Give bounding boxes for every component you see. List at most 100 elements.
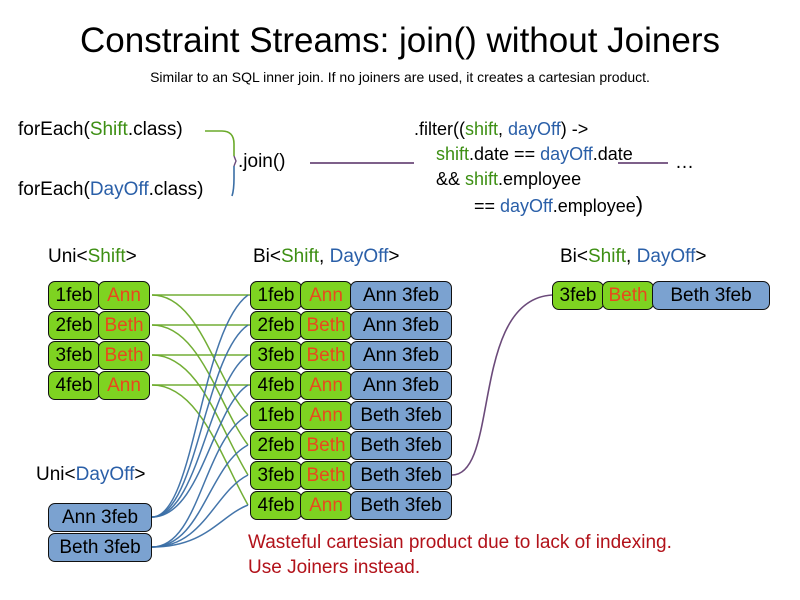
warning-text: Wasteful cartesian product due to lack o… (248, 530, 672, 580)
filter-l2-date: .date (592, 144, 633, 164)
dayoff-cell: Beth 3feb (350, 461, 452, 490)
dayoff-cell: Ann 3feb (350, 281, 452, 310)
caption-bi-mid-suffix: > (388, 246, 400, 267)
shift-date-cell: 4feb (48, 371, 100, 400)
caption-bi-mid-prefix: Bi< (253, 246, 281, 267)
dayoff-cell: Beth 3feb (652, 281, 770, 310)
filter-l4-close-paren: ) (635, 192, 644, 217)
page-subtitle: Similar to an SQL inner join. If no join… (150, 69, 650, 85)
filter-l3-shift: shift (465, 169, 499, 189)
caption-bi-mid-comma: , (319, 246, 330, 267)
shift-employee-cell: Beth (98, 341, 150, 370)
filter-param-dayoff: dayOff (508, 119, 561, 139)
dayoff-cell: Ann 3feb (48, 503, 152, 532)
caption-bi-mid-type2: DayOff (329, 246, 389, 267)
foreach-dayoff-type: DayOff (89, 179, 149, 200)
foreach-dayoff-line: forEach(DayOff.class) (18, 178, 204, 201)
shift-date-cell: 1feb (48, 281, 100, 310)
dayoff-cell: Ann 3feb (350, 341, 452, 370)
shift-employee-cell: Ann (300, 491, 352, 520)
shift-employee-cell: Beth (300, 461, 352, 490)
filter-l4-employee: .employee (552, 196, 636, 216)
caption-bi-right-type2: DayOff (636, 246, 696, 267)
join-call-label: .join() (238, 151, 286, 172)
filter-l3-employee: .employee (498, 169, 582, 189)
shift-employee-cell: Ann (98, 371, 150, 400)
filter-arrow: ) -> (560, 119, 589, 139)
shift-date-cell: 1feb (250, 401, 302, 430)
caption-bi-right-prefix: Bi< (560, 246, 588, 267)
caption-bi-mid-type1: Shift (281, 246, 320, 267)
caption-bi-right-suffix: > (695, 246, 707, 267)
caption-uni-shift-prefix: Uni< (48, 246, 88, 267)
foreach-shift-line: forEach(Shift.class) (18, 118, 183, 141)
caption-bi-right: Bi<Shift, DayOff> (560, 245, 706, 268)
filter-l4-eq: == (474, 196, 501, 216)
caption-bi-right-type1: Shift (588, 246, 627, 267)
dayoff-cell: Ann 3feb (350, 371, 452, 400)
filter-code-block: .filter((shift, dayOff) -> shift .date ==… (414, 117, 643, 219)
uni-dayoff-row: Ann 3feb (48, 503, 152, 532)
shift-employee-cell: Ann (300, 401, 352, 430)
shift-employee-cell: Ann (300, 281, 352, 310)
caption-uni-shift-type: Shift (87, 246, 126, 267)
warning-line-1: Wasteful cartesian product due to lack o… (248, 532, 672, 553)
shift-date-cell: 3feb (250, 341, 302, 370)
dayoff-cell: Ann 3feb (350, 311, 452, 340)
shift-date-cell: 3feb (48, 341, 100, 370)
filter-line-3: && shift.employee (414, 167, 643, 192)
caption-uni-shift-suffix: > (125, 246, 137, 267)
filter-line-1: .filter((shift, dayOff) -> (414, 117, 643, 142)
shift-date-cell: 2feb (250, 311, 302, 340)
filter-l2-shift: shift (436, 144, 470, 164)
caption-bi-middle: Bi<Shift, DayOff> (253, 245, 399, 268)
shift-date-cell: 1feb (250, 281, 302, 310)
shift-employee-cell: Beth (602, 281, 654, 310)
uni-dayoff-row: Beth 3feb (48, 533, 152, 562)
page-title: Constraint Streams: join() without Joine… (80, 21, 720, 60)
filter-l2-dayoff: dayOff (540, 144, 593, 164)
caption-bi-right-comma: , (626, 246, 637, 267)
foreach-shift-type: Shift (89, 119, 128, 140)
shift-date-cell: 2feb (48, 311, 100, 340)
continuation-ellipsis: … (675, 152, 694, 173)
shift-date-cell: 3feb (250, 461, 302, 490)
shift-employee-cell: Ann (98, 281, 150, 310)
dayoff-cell: Beth 3feb (48, 533, 152, 562)
filter-line-2: shift.date == dayOff.date (414, 142, 643, 167)
filter-prefix: .filter(( (414, 119, 465, 139)
shift-employee-cell: Beth (300, 311, 352, 340)
filter-l4-dayoff: dayOff (500, 196, 553, 216)
dayoff-cell: Beth 3feb (350, 431, 452, 460)
caption-uni-shift: Uni<Shift> (48, 245, 137, 268)
shift-date-cell: 2feb (250, 431, 302, 460)
warning-line-2: Use Joiners instead. (248, 557, 421, 578)
caption-uni-dayoff-suffix: > (134, 464, 146, 485)
dayoff-cell: Beth 3feb (350, 491, 452, 520)
shift-employee-cell: Beth (300, 431, 352, 460)
shift-employee-cell: Beth (98, 311, 150, 340)
shift-date-cell: 3feb (552, 281, 604, 310)
shift-date-cell: 4feb (250, 371, 302, 400)
foreach-dayoff-suffix: .class) (148, 179, 204, 200)
dayoff-cell: Beth 3feb (350, 401, 452, 430)
shift-date-cell: 4feb (250, 491, 302, 520)
filter-l3-and: && (436, 169, 466, 189)
foreach-shift-suffix: .class) (127, 119, 183, 140)
foreach-dayoff-prefix: forEach( (18, 179, 90, 200)
shift-employee-cell: Ann (300, 371, 352, 400)
